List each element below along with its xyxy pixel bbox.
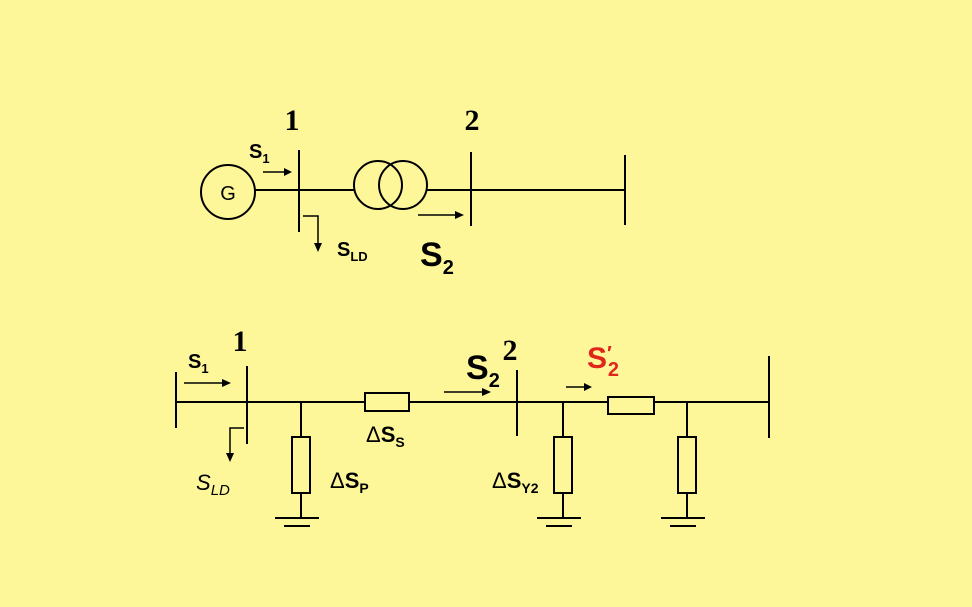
shunt-p-branch — [275, 402, 319, 527]
top-sld-label: SLD — [337, 239, 368, 264]
bottom-sld-label: SLD — [196, 470, 230, 499]
delta-ss-label: ΔSS — [366, 422, 405, 450]
delta-sp-label: ΔSP — [330, 468, 369, 496]
top-bus-2-number: 2 — [465, 104, 480, 137]
shunt-right-branch — [661, 402, 705, 527]
top-s1-label: S1 — [249, 141, 270, 166]
delta-sy2-label: ΔSY2 — [492, 468, 539, 496]
top-s2-arrow — [418, 211, 464, 219]
bottom-load-arrow — [226, 427, 244, 462]
generator-symbol: G — [200, 164, 256, 220]
bottom-s1-arrow — [184, 379, 231, 387]
top-s2-label: S2 — [420, 236, 454, 279]
bottom-s2-label: S2 — [466, 349, 500, 392]
s2-prime-label: S′2 — [587, 342, 619, 381]
top-load-arrow — [303, 215, 322, 252]
bottom-s1-label: S1 — [188, 351, 209, 376]
top-diagram: G 1 2 S1 SLD — [200, 104, 626, 279]
shunt-y2-branch — [537, 402, 581, 527]
bottom-s2-arrow — [444, 388, 491, 396]
top-s1-arrow — [263, 168, 292, 176]
bottom-bus-2-number: 2 — [503, 334, 518, 367]
bottom-bus-1-number: 1 — [233, 325, 248, 358]
series-impedance-2 — [607, 396, 655, 415]
series-impedance-s — [364, 392, 410, 412]
s2-prime-arrow — [566, 383, 592, 391]
transformer-symbol — [353, 160, 428, 210]
generator-label: G — [220, 183, 236, 205]
top-bus-1-number: 1 — [285, 104, 300, 137]
bottom-diagram: 1 S1 SLD ΔSP ΔSS S2 — [175, 325, 770, 527]
